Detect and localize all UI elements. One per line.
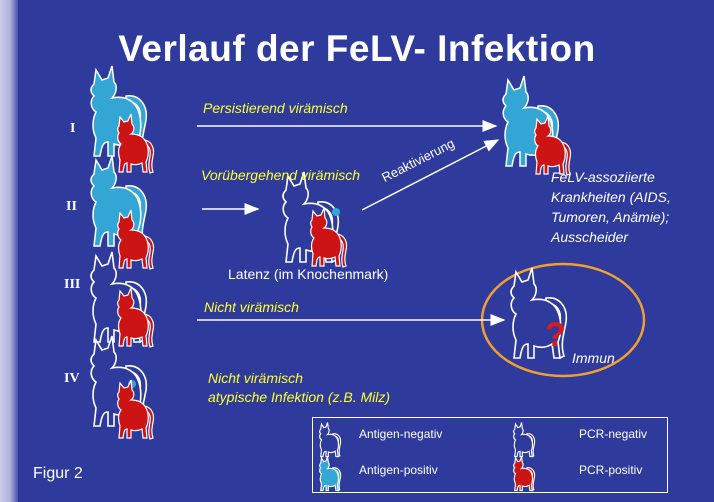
label-disease-outcome-line-4: Ausscheider xyxy=(551,227,671,247)
row-label-2: II xyxy=(66,199,77,215)
legend-pcr-positive-icon xyxy=(514,456,535,490)
legend-pcr-positive-label: PCR-positiv xyxy=(579,463,642,477)
legend-antigen-positive-label: Antigen-positiv xyxy=(359,463,438,477)
legend-pcr-negative-icon xyxy=(514,422,535,456)
legend-box: Antigen-negativ Antigen-positiv PCR-nega… xyxy=(312,417,668,493)
label-latency: Latenz (im Knochenmark) xyxy=(228,266,388,282)
label-not-viremic-atypical: Nicht virämisch atypische Infektion (z.B… xyxy=(208,369,390,407)
row-label-1: I xyxy=(70,121,75,137)
question-mark-icon: ? xyxy=(545,316,566,354)
legend-pcr-negative-label: PCR-negativ xyxy=(579,427,647,441)
legend-antigen-negative-label: Antigen-negativ xyxy=(359,427,442,441)
label-disease-outcome: FeLV-assoziierte Krankheiten (AIDS, Tumo… xyxy=(551,167,671,247)
label-transient: Vorübergehend virämisch xyxy=(201,167,360,183)
figure-label: Figur 2 xyxy=(33,465,83,483)
label-not-viremic-atypical-line-2: atypische Infektion (z.B. Milz) xyxy=(208,388,390,407)
label-persistent: Persistierend virämisch xyxy=(203,100,348,116)
label-not-viremic: Nicht virämisch xyxy=(204,299,299,315)
label-not-viremic-atypical-line-1: Nicht virämisch xyxy=(208,369,390,388)
label-disease-outcome-line-3: Tumoren, Anämie); xyxy=(551,207,671,227)
row-label-4: IV xyxy=(64,371,80,387)
latency-spot-icon xyxy=(332,208,340,216)
label-immune: Immun xyxy=(572,348,615,368)
legend-antigen-negative-icon xyxy=(320,422,341,456)
label-disease-outcome-line-2: Krankheiten (AIDS, xyxy=(551,187,671,207)
row-label-3: III xyxy=(64,277,80,293)
legend-antigen-positive-icon xyxy=(320,456,341,490)
label-disease-outcome-line-1: FeLV-assoziierte xyxy=(551,167,671,187)
